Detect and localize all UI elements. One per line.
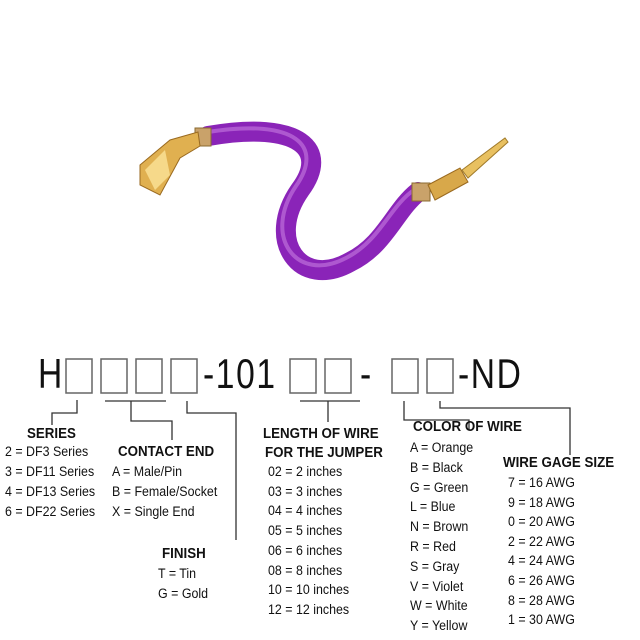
- length-item: 06 = 6 inches: [268, 542, 343, 558]
- gage-item: 1 = 30 AWG: [508, 612, 575, 628]
- part-dash: -: [360, 350, 373, 397]
- socket-contact-left: [139, 127, 212, 196]
- leader-lines: [51, 400, 571, 540]
- color-item: N = Brown: [410, 519, 469, 535]
- color-item: S = Gray: [410, 558, 460, 574]
- length-item: 05 = 5 inches: [268, 523, 343, 539]
- part-prefix: H: [38, 350, 64, 397]
- gage-item: 7 = 16 AWG: [508, 475, 575, 490]
- color-item: B = Black: [410, 459, 463, 475]
- gage-item: 0 = 20 AWG: [508, 514, 575, 530]
- color-heading: COLOR OF WIRE: [413, 419, 522, 435]
- gage-item: 4 = 24 AWG: [508, 553, 575, 569]
- pin-contact-right: [411, 137, 509, 202]
- series-heading: SERIES: [27, 426, 76, 442]
- length-item: 10 = 10 inches: [268, 582, 350, 598]
- wire: [198, 121, 428, 281]
- finish-heading: FINISH: [162, 546, 206, 562]
- contact-end-item: B = Female/Socket: [112, 484, 218, 499]
- series-item: 6 = DF22 Series: [5, 504, 96, 519]
- gage-item: 8 = 28 AWG: [508, 592, 575, 608]
- length-item: 04 = 4 inches: [268, 503, 343, 519]
- color-item: V = Violet: [410, 578, 464, 594]
- color-item: R = Red: [410, 539, 456, 554]
- length-item: 12 = 12 inches: [268, 601, 350, 617]
- color-item: A = Orange: [410, 440, 474, 455]
- part-suffix: -ND: [458, 350, 523, 397]
- part-mid: -101: [203, 350, 277, 397]
- finish-item: G = Gold: [158, 586, 209, 601]
- part-number-boxes: [65, 358, 454, 394]
- contact-end-heading: CONTACT END: [118, 444, 215, 460]
- length-heading-2: FOR THE JUMPER: [265, 445, 383, 461]
- series-item: 3 = DF11 Series: [5, 464, 95, 479]
- color-item: G = Green: [410, 479, 469, 495]
- series-item: 4 = DF13 Series: [5, 484, 96, 499]
- length-item: 02 = 2 inches: [268, 464, 343, 479]
- series-item: 2 = DF3 Series: [5, 444, 89, 459]
- contact-end-item: X = Single End: [112, 504, 195, 519]
- color-item: L = Blue: [410, 499, 456, 515]
- gage-item: 6 = 26 AWG: [508, 573, 575, 588]
- length-heading-1: LENGTH OF WIRE: [263, 426, 379, 442]
- contact-end-item: A = Male/Pin: [112, 464, 183, 479]
- length-item: 03 = 3 inches: [268, 483, 343, 499]
- color-item: Y = Yellow: [410, 618, 468, 634]
- jumper-wire-image: [139, 121, 509, 281]
- gage-item: 2 = 22 AWG: [508, 533, 575, 549]
- color-item: W = White: [410, 598, 468, 614]
- gage-item: 9 = 18 AWG: [508, 494, 575, 510]
- gage-heading: WIRE GAGE SIZE: [503, 455, 615, 471]
- length-item: 08 = 8 inches: [268, 562, 343, 578]
- finish-item: T = Tin: [158, 566, 197, 581]
